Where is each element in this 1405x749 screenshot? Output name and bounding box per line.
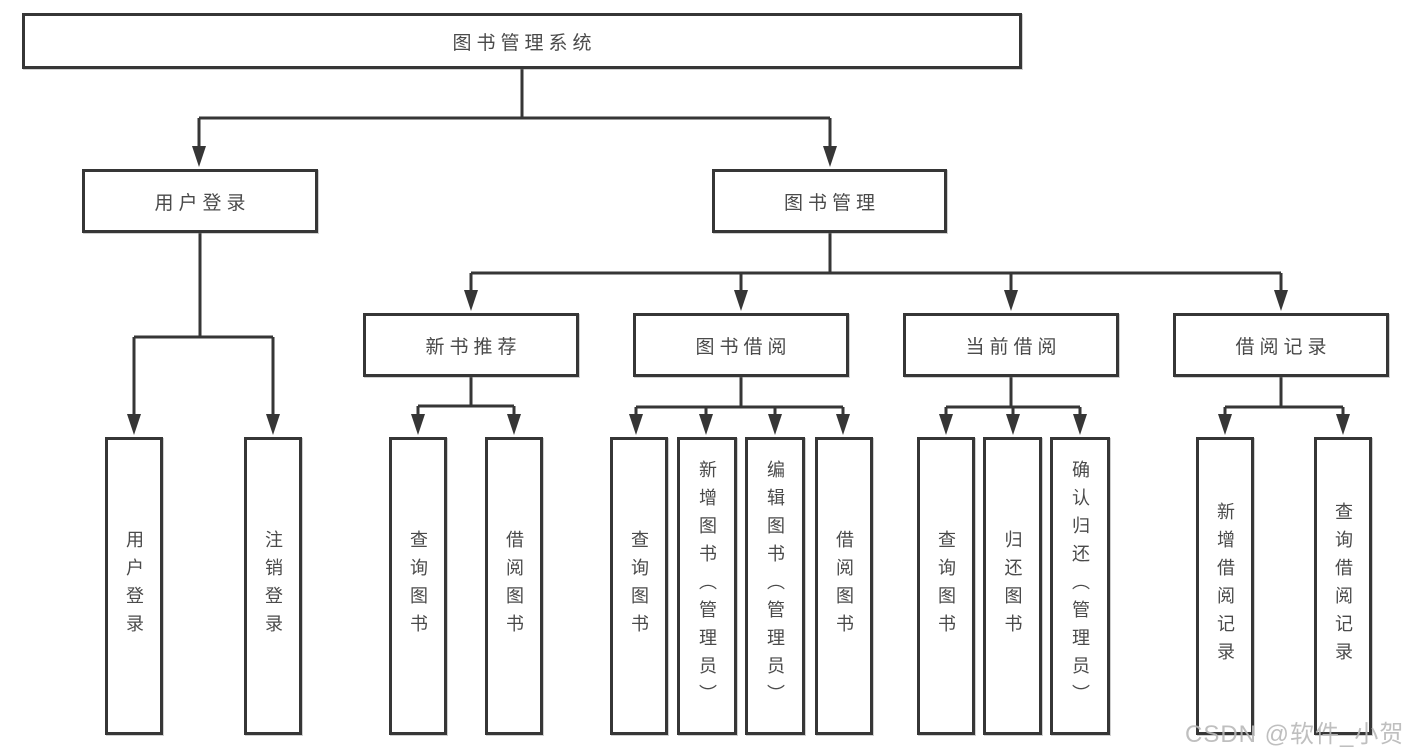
- node-current-borrow: 当前借阅: [903, 313, 1119, 377]
- node-leaf-cb-query-books: 查询图书: [917, 437, 975, 735]
- node-leaf-nb-query-books: 查询图书: [389, 437, 447, 735]
- node-leaf-cb-confirm-return: 确认归还（管理员）: [1050, 437, 1110, 735]
- node-borrow-record: 借阅记录: [1173, 313, 1389, 377]
- node-leaf-bb-query-books: 查询图书: [610, 437, 668, 735]
- node-new-book-recommend-label: 新书推荐: [425, 336, 522, 358]
- leaf-label: 借阅图书: [834, 530, 854, 642]
- leaf-label: 新增图书（管理员）: [697, 460, 717, 712]
- leaf-label: 查询图书: [629, 530, 649, 642]
- leaf-label: 查询借阅记录: [1333, 502, 1353, 670]
- node-user-login-label: 用户登录: [154, 192, 251, 214]
- node-leaf-bb-edit-books: 编辑图书（管理员）: [745, 437, 805, 735]
- leaf-label: 归还图书: [1002, 530, 1023, 642]
- node-book-management: 图书管理: [712, 169, 947, 233]
- leaf-label: 借阅图书: [504, 530, 524, 642]
- leaf-label: 查询图书: [936, 530, 956, 642]
- node-new-book-recommend: 新书推荐: [363, 313, 579, 377]
- node-leaf-nb-borrow-books: 借阅图书: [485, 437, 543, 735]
- node-current-borrow-label: 当前借阅: [965, 336, 1062, 358]
- node-book-borrow: 图书借阅: [633, 313, 849, 377]
- node-user-login: 用户登录: [82, 169, 318, 233]
- node-leaf-br-query-record: 查询借阅记录: [1314, 437, 1372, 735]
- node-root-system: 图书管理系统: [22, 13, 1022, 69]
- node-borrow-record-label: 借阅记录: [1235, 336, 1332, 358]
- node-leaf-user-login-action: 用户登录: [105, 437, 163, 735]
- node-book-borrow-label: 图书借阅: [695, 336, 792, 358]
- leaf-label: 新增借阅记录: [1215, 502, 1235, 670]
- node-leaf-logout-action: 注销登录: [244, 437, 302, 735]
- watermark-text: CSDN @软件_小贺同学: [1185, 721, 1405, 748]
- leaf-label: 注销登录: [263, 530, 283, 642]
- node-leaf-br-add-record: 新增借阅记录: [1196, 437, 1254, 735]
- node-book-management-label: 图书管理: [783, 192, 880, 214]
- leaf-label: 编辑图书（管理员）: [765, 460, 785, 712]
- leaf-label: 确认归还（管理员）: [1070, 460, 1090, 712]
- leaf-label: 用户登录: [124, 530, 144, 642]
- node-leaf-bb-borrow-books: 借阅图书: [815, 437, 873, 735]
- node-leaf-cb-return-books: 归还图书: [983, 437, 1042, 735]
- node-leaf-bb-add-books: 新增图书（管理员）: [677, 437, 737, 735]
- leaf-label: 查询图书: [408, 530, 428, 642]
- node-root-system-label: 图书管理系统: [452, 32, 597, 54]
